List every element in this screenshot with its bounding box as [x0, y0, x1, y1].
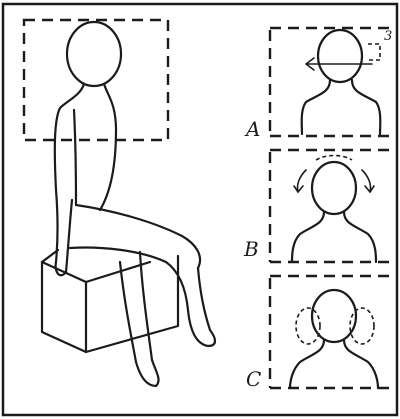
panel-a-left-shoulder: [302, 80, 330, 134]
panel-a-label: A: [244, 117, 260, 141]
figure-thigh-top: [76, 205, 200, 268]
figure-back: [100, 84, 116, 210]
figure-far-leg: [120, 252, 159, 386]
figure-front: [74, 110, 76, 205]
panel-c-tilt-left: [296, 308, 320, 344]
panel-a-mark: 3: [384, 29, 392, 44]
panel-b-top-arc: [316, 156, 352, 161]
box-edge-mid: [42, 262, 86, 352]
panel-b-left-arrow: [294, 186, 303, 192]
figure-head: [67, 22, 121, 86]
panel-a-reference-box: [368, 44, 380, 60]
panel-b-right-shoulder: [344, 212, 376, 262]
panel-b: B: [243, 150, 396, 262]
panel-c: C: [246, 276, 396, 391]
panel-c-left-shoulder: [290, 340, 324, 388]
head-region-box: [24, 20, 168, 140]
panel-a-head: [318, 30, 362, 82]
panel-c-right-shoulder: [344, 340, 378, 388]
panel-b-label: B: [243, 237, 259, 261]
box-seat: [42, 250, 178, 352]
panel-c-label: C: [246, 367, 261, 391]
panel-a-right-shoulder: [352, 80, 380, 134]
panel-b-left-shoulder: [292, 212, 324, 262]
outer-border: [3, 4, 397, 415]
seated-figure: [24, 20, 215, 386]
panel-a: 3 A: [244, 28, 396, 141]
panel-b-head: [312, 162, 356, 214]
figure-near-leg: [166, 262, 215, 346]
panel-b-right-arrow: [365, 186, 374, 192]
figure-thigh-bottom: [70, 248, 166, 262]
